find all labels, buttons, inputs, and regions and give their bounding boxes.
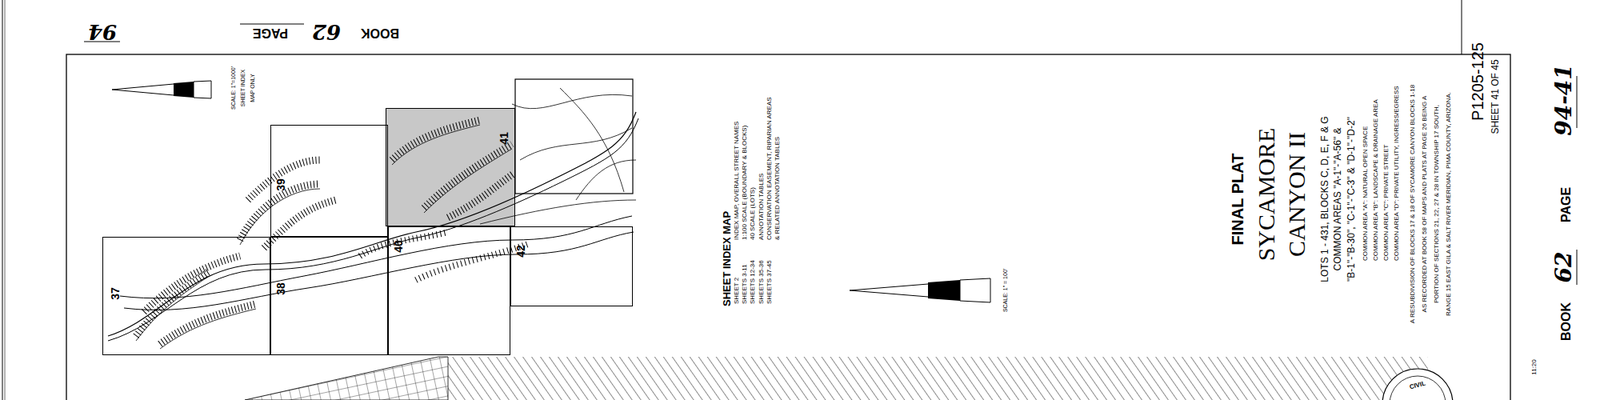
index-sheet: SHEET 2 bbox=[733, 277, 740, 304]
sheet-outline-box: 40 bbox=[388, 226, 511, 356]
index-description: & RELATED ANNOTATION TABLES bbox=[774, 136, 781, 240]
common-area-note: COMMON AREA "D": PRIVATE UTILITY, INGRES… bbox=[1393, 85, 1400, 261]
scale-note: MAP ONLY bbox=[249, 73, 256, 103]
legal-description: AS RECORDED AT BOOK 58 OF MAPS AND PLATS… bbox=[1421, 96, 1428, 313]
index-description: INDEX MAP, OVERALL STREET NAMES bbox=[733, 121, 740, 240]
lot-lines bbox=[264, 200, 336, 248]
contour bbox=[560, 88, 636, 200]
contour bbox=[480, 200, 636, 224]
lot-lines bbox=[136, 272, 208, 336]
lot-lines bbox=[424, 144, 512, 208]
time-stamp: 11:20 bbox=[1531, 359, 1538, 375]
lot-summary: COMMON AREAS "A-1"-"A-56" & bbox=[1332, 127, 1343, 271]
legal-description: RANGE 15 EAST GILA & SALT RIVER MERIDIAN… bbox=[1445, 92, 1452, 316]
north-arrow bbox=[928, 280, 960, 301]
north-arrow bbox=[112, 84, 174, 96]
wash bbox=[120, 216, 632, 299]
page-edge bbox=[4, 0, 6, 400]
lot-lines bbox=[360, 232, 448, 256]
sheet-number: SHEET 41 OF 45 bbox=[1490, 59, 1500, 134]
scale-note: SCALE: 1"=1000' bbox=[230, 66, 236, 110]
lot-lines bbox=[248, 160, 320, 200]
page-edge bbox=[2, 0, 4, 400]
lot-lines bbox=[160, 304, 256, 344]
project-name: CANYON II bbox=[1284, 132, 1309, 257]
sheet-number: 37 bbox=[109, 287, 121, 300]
index-description: ANNOTATION TABLES bbox=[758, 173, 765, 240]
index-sheet: SHEETS 3-11 bbox=[741, 264, 748, 304]
wash bbox=[124, 232, 634, 310]
sheet-outline bbox=[515, 79, 633, 194]
lot-summary: LOTS 1 - 431, BLOCKS C, D, E, F & G bbox=[1320, 116, 1330, 282]
road bbox=[108, 112, 636, 336]
lot-lines bbox=[448, 173, 514, 218]
contour bbox=[512, 94, 632, 108]
index-sheet: SHEETS 12-34 bbox=[749, 260, 756, 304]
lot-summary: "B-1"-"B-30", "C-1"-"C-3" & "D-1"-"D-2" bbox=[1346, 116, 1356, 282]
plat-number: P1205-125 bbox=[1469, 42, 1486, 121]
project-name: SYCAMORE bbox=[1254, 128, 1279, 262]
sheet-outline-box: 39 bbox=[270, 124, 388, 237]
seal bbox=[1389, 376, 1446, 400]
sheet-border bbox=[66, 54, 1511, 400]
grid-area bbox=[244, 356, 448, 400]
common-area-note: COMMON AREA "A": NATURAL OPEN SPACE bbox=[1362, 126, 1369, 261]
north-arrow bbox=[849, 284, 928, 297]
sheet-outline-box: 42 bbox=[510, 226, 633, 307]
north-arrow bbox=[193, 80, 212, 99]
page-stamp: PAGE bbox=[1560, 187, 1573, 223]
page-stamp: PAGE bbox=[252, 26, 288, 40]
book-stamp: BOOK bbox=[360, 26, 400, 40]
index-heading: SHEET INDEX MAP bbox=[721, 211, 732, 307]
book-stamp: BOOK bbox=[1560, 302, 1573, 341]
index-description: 40 SCALE (LOTS) bbox=[749, 187, 756, 240]
stamp-underline bbox=[1576, 76, 1578, 128]
hatched-area bbox=[448, 356, 1428, 400]
sheet-outline-box: 38 bbox=[270, 236, 388, 356]
book-number: 62 bbox=[1552, 252, 1576, 284]
plat-title: FINAL PLAT bbox=[1229, 153, 1246, 246]
stamp-underline bbox=[240, 24, 304, 25]
road bbox=[108, 118, 639, 341]
page-number: 94 bbox=[88, 21, 117, 43]
stamp-underline bbox=[1576, 249, 1578, 285]
sheet-number: 42 bbox=[515, 244, 527, 258]
scale-note: SCALE: 1" = 100' bbox=[1002, 268, 1008, 312]
lot-cluster bbox=[136, 120, 528, 349]
index-sheet: SHEETS 35-36 bbox=[758, 260, 765, 304]
current-sheet-shade bbox=[385, 108, 516, 227]
lot-lines bbox=[144, 256, 240, 312]
contour bbox=[520, 128, 632, 160]
common-area-note: COMMON AREA "C": PRIVATE STREET bbox=[1383, 144, 1390, 261]
sheet-outline-box: 37 bbox=[102, 236, 271, 356]
border-line bbox=[1461, 0, 1463, 55]
index-description: CONSERVATION EASEMENT, RIPARIAN AREAS bbox=[766, 96, 773, 240]
common-area-note: COMMON AREA "B": LANDSCAPE & DRAINAGE AR… bbox=[1372, 99, 1380, 261]
sheet-number: 41 bbox=[498, 132, 510, 145]
index-sheet: SHEETS 37-45 bbox=[766, 260, 773, 304]
sheet-number: 39 bbox=[275, 178, 287, 192]
seal bbox=[1382, 368, 1453, 400]
sheet-number: 38 bbox=[275, 282, 287, 296]
book-number: 62 bbox=[312, 21, 341, 43]
page-number: 94-41 bbox=[1552, 64, 1576, 136]
sheet-number: 40 bbox=[392, 240, 404, 253]
legal-description: PORTION OF SECTIONS 21, 22, 27 & 28 IN T… bbox=[1433, 104, 1440, 304]
north-arrow bbox=[960, 278, 991, 303]
legal-description: A RESUBDIVISION OF BLOCKS 17 & 18 OF SYC… bbox=[1409, 84, 1416, 324]
lot-lines bbox=[416, 244, 528, 280]
index-description: 1:100 SCALE (BOUNDARY & BLOCKS) bbox=[741, 125, 748, 240]
scale-note: SHEET INDEX bbox=[240, 69, 246, 108]
north-arrow bbox=[173, 81, 194, 98]
sheet-outline-box: 41 bbox=[385, 108, 516, 227]
